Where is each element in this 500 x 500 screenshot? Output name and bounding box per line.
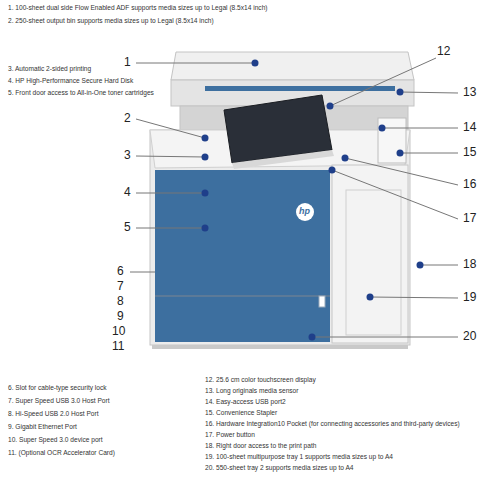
- feature-note: 14. Easy-access USB port2: [205, 398, 286, 406]
- port-note: 8. Hi-Speed USB 2.0 Host Port: [8, 410, 99, 418]
- feature-note: 1. 100-sheet dual side Flow Enabled ADF …: [8, 4, 268, 12]
- callout-number: 8: [117, 295, 124, 309]
- callout-number: 19: [463, 291, 476, 305]
- tray-1-door: [346, 190, 401, 335]
- callout-number: 20: [463, 330, 476, 344]
- callout-number: 3: [124, 149, 131, 163]
- callout-number: 12: [437, 45, 450, 59]
- logo-circle: [296, 203, 314, 221]
- port-note: 7. Super Speed USB 3.0 Host Port: [8, 397, 110, 405]
- feature-note: 2. 250-sheet output bin supports media s…: [8, 17, 214, 25]
- callout-number: 17: [463, 212, 476, 226]
- feature-note: 3. Automatic 2-sided printing: [8, 65, 91, 73]
- scanner-lid: [171, 52, 414, 80]
- callout-number: 2: [124, 112, 131, 126]
- base-plinth: [152, 345, 408, 349]
- feature-note: 20. 550-sheet tray 2 supports media size…: [205, 464, 353, 472]
- feature-note: 13. Long originals media sensor: [205, 387, 298, 395]
- feature-note: 17. Power button: [205, 431, 255, 439]
- callout-number: 14: [463, 121, 476, 135]
- port-note: 10. Super Speed 3.0 device port: [8, 436, 103, 444]
- callout-number: 1: [124, 56, 131, 70]
- callout-dots: [202, 60, 424, 341]
- side-panel: [332, 165, 408, 343]
- callout-number: 13: [463, 86, 476, 100]
- feature-note: 12. 25.6 cm color touchscreen display: [205, 376, 316, 384]
- stapler: [378, 118, 406, 163]
- feature-note: 18. Right door access to the print path: [205, 442, 316, 450]
- feature-note: 4. HP High-Performance Secure Hard Disk: [8, 77, 133, 85]
- leader-lines: [130, 58, 458, 337]
- callout-number: 6: [117, 265, 124, 279]
- feature-note: 5. Front door access to All-in-One toner…: [8, 89, 154, 97]
- callout-number: 11: [112, 340, 124, 354]
- screen-base: [232, 150, 334, 169]
- tray-2: [155, 297, 330, 342]
- feature-note: 19. 100-sheet multipurpose tray 1 suppor…: [205, 453, 393, 461]
- callout-number: 4: [124, 186, 131, 200]
- port-note: 9. Gigabit Ethernet Port: [8, 423, 77, 431]
- callout-number: 7: [117, 280, 124, 294]
- callout-number: 15: [463, 146, 476, 160]
- callout-number: 18: [463, 258, 476, 272]
- printer-body: [150, 130, 410, 345]
- front-door: [155, 170, 330, 295]
- port-cover: [319, 296, 325, 307]
- brand-logo: hp: [299, 206, 310, 216]
- callout-number: 5: [124, 221, 131, 235]
- feature-note: 15. Convenience Stapler: [205, 409, 277, 417]
- adf-strip: [205, 86, 395, 91]
- callout-number: 10: [112, 325, 125, 339]
- callout-number: 9: [117, 310, 124, 324]
- callout-number: 16: [463, 178, 476, 192]
- port-note: 11. (Optional OCR Accelerator Card): [8, 449, 115, 457]
- door-seam: [155, 295, 330, 297]
- port-note: 6. Slot for cable-type security lock: [8, 384, 107, 392]
- feature-note: 16. Hardware Integration10 Pocket (for c…: [205, 420, 460, 428]
